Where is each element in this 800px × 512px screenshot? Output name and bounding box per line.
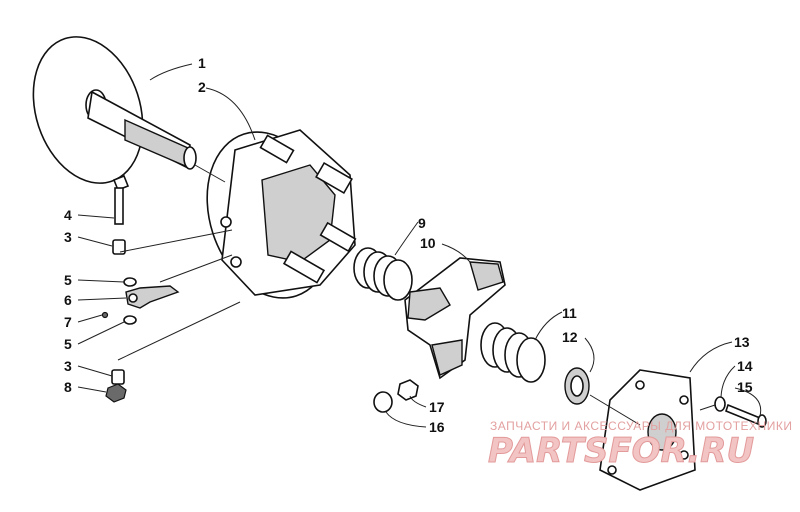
label-11: 11 [562,305,577,321]
watermark-brand: PARTSFOR.RU [488,431,754,471]
label-5-upper: 5 [64,272,72,288]
label-4: 4 [64,207,72,223]
bushing-part-12 [564,367,590,405]
bolt-part-4 [112,174,130,225]
label-16: 16 [429,419,445,435]
bushing-part-3-upper [112,239,126,255]
watermark-tagline: ЗАПЧАСТИ И АКСЕССУАРЫ ДЛЯ МОТОТЕХНИКИ [490,419,792,433]
cap-part-16 [373,391,393,413]
label-3-upper: 3 [64,229,72,245]
spring-part-9 [353,247,413,301]
label-17: 17 [429,399,445,415]
washer-part-14 [714,396,726,412]
label-13: 13 [734,334,750,350]
label-1: 1 [198,55,206,71]
washer-part-5-upper [123,277,137,287]
bushing-part-3-lower [111,369,125,385]
fixed-sheave-part-1 [32,36,197,184]
nut-part-17 [397,379,419,401]
bolt-part-15 [725,403,767,428]
label-10: 10 [420,235,436,251]
label-12: 12 [562,329,578,345]
label-15: 15 [737,379,753,395]
label-14: 14 [737,358,753,374]
nut-part-8 [105,383,127,403]
washer-part-5-lower [123,315,137,325]
cover-plate-part-13 [599,369,696,491]
label-9: 9 [418,215,426,231]
pin-part-7 [101,311,109,319]
watermark: ЗАПЧАСТИ И АКСЕССУАРЫ ДЛЯ МОТОТЕХНИКИ PA… [488,419,792,472]
leader-lines [77,63,762,428]
spider-part-10 [404,257,506,380]
label-6: 6 [64,292,72,308]
assembly-guide-lines [117,164,716,426]
spring-part-11 [480,322,546,383]
weight-arm-part-6 [125,285,180,309]
label-7: 7 [64,314,72,330]
label-3-lower: 3 [64,358,72,374]
label-8: 8 [64,379,72,395]
label-2: 2 [198,79,206,95]
movable-sheave-part-2 [206,129,357,299]
callout-labels: 1 2 4 3 5 6 7 5 3 8 9 10 11 12 13 14 15 … [64,55,753,435]
label-5-lower: 5 [64,336,72,352]
